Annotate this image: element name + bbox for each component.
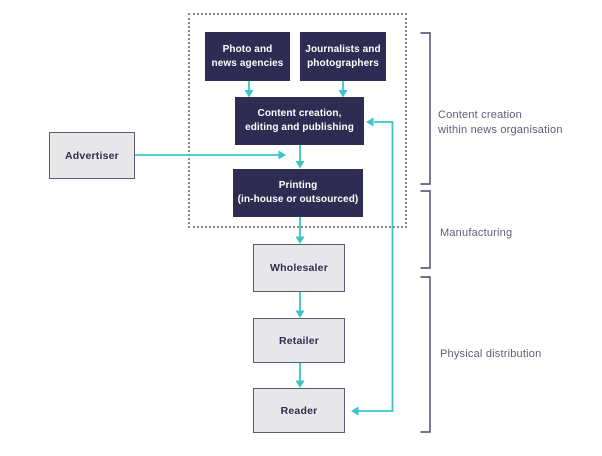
arrow-journalists-to-content <box>338 80 348 98</box>
arrow-wholesaler-to-retailer <box>295 292 305 318</box>
bracket-label-manufacturing: Manufacturing <box>440 227 513 239</box>
bracket-label-content-creation: Content creation within news organisatio… <box>438 109 563 136</box>
node-reader: Reader <box>253 388 345 433</box>
node-journalists-photographers: Journalists and photographers <box>300 32 386 81</box>
arrow-photo-to-content <box>244 80 254 98</box>
node-advertiser: Advertiser <box>49 132 135 179</box>
bracket-content-creation <box>420 32 431 185</box>
bracket-label-physical-distribution: Physical distribution <box>440 348 542 360</box>
bracket-physical-distribution <box>420 276 431 433</box>
stage-brackets <box>420 32 431 433</box>
arrow-advertiser-to-flow <box>135 150 286 160</box>
flow-arrows <box>135 80 394 416</box>
node-retailer: Retailer <box>253 318 345 363</box>
arrow-content-to-printing <box>295 145 305 169</box>
arrow-retailer-to-reader <box>295 363 305 388</box>
node-printing: Printing (in-house or outsourced) <box>233 169 363 217</box>
bracket-manufacturing <box>420 190 431 269</box>
node-content-creation: Content creation, editing and publishing <box>235 97 364 145</box>
feedback-loop-reader-content <box>351 117 394 416</box>
node-wholesaler: Wholesaler <box>253 244 345 292</box>
arrow-printing-to-wholesaler <box>295 217 305 244</box>
news-organisation-boundary <box>188 13 407 228</box>
node-photo-news-agencies: Photo and news agencies <box>205 32 290 81</box>
